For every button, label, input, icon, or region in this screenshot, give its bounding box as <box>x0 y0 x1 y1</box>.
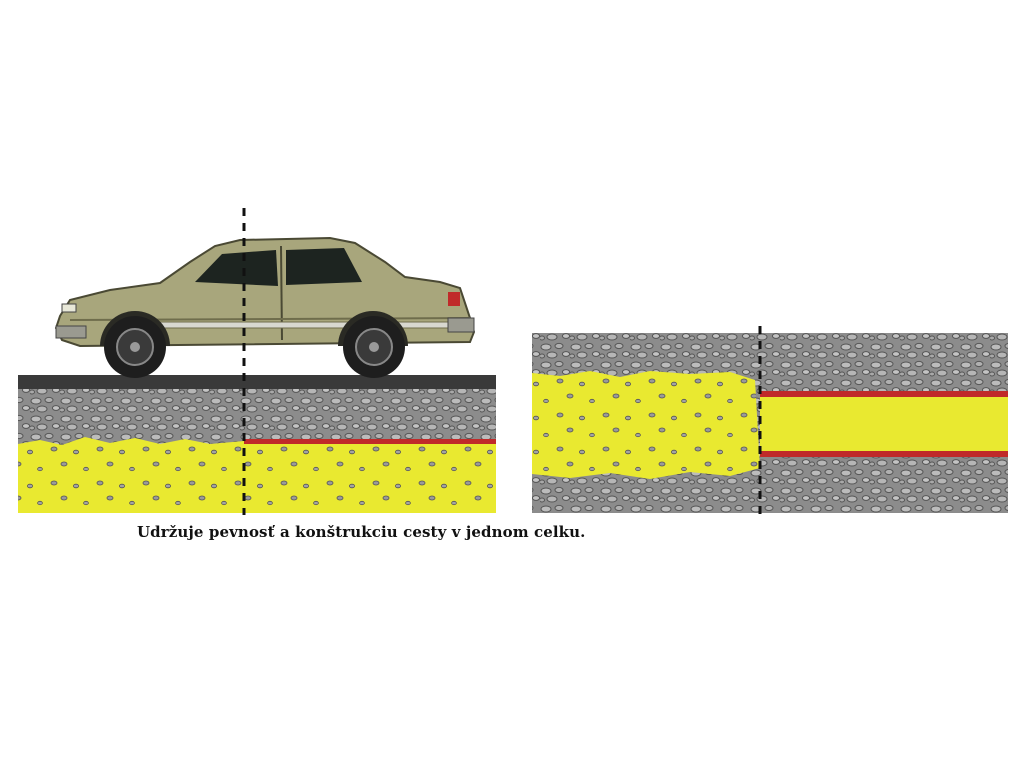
geotextile-line <box>244 439 496 444</box>
stabilized-band-right-half <box>760 396 1008 453</box>
geotextile-line-bottom <box>760 451 1008 457</box>
stabilized-band-left-half <box>532 371 760 479</box>
asphalt-surface <box>18 375 496 389</box>
right-road-plan-section <box>532 333 1008 513</box>
diagram-caption: Udržuje pevnosť a konštrukciu cesty v je… <box>137 523 586 541</box>
stabilized-subgrade-right-half <box>244 444 496 513</box>
stabilized-subgrade-left-half <box>18 437 244 513</box>
sedan-car-icon <box>54 236 476 378</box>
rear-wheel <box>343 316 405 378</box>
front-wheel <box>104 316 166 378</box>
geotextile-line-top <box>760 391 1008 397</box>
left-road-cross-section <box>18 375 496 513</box>
